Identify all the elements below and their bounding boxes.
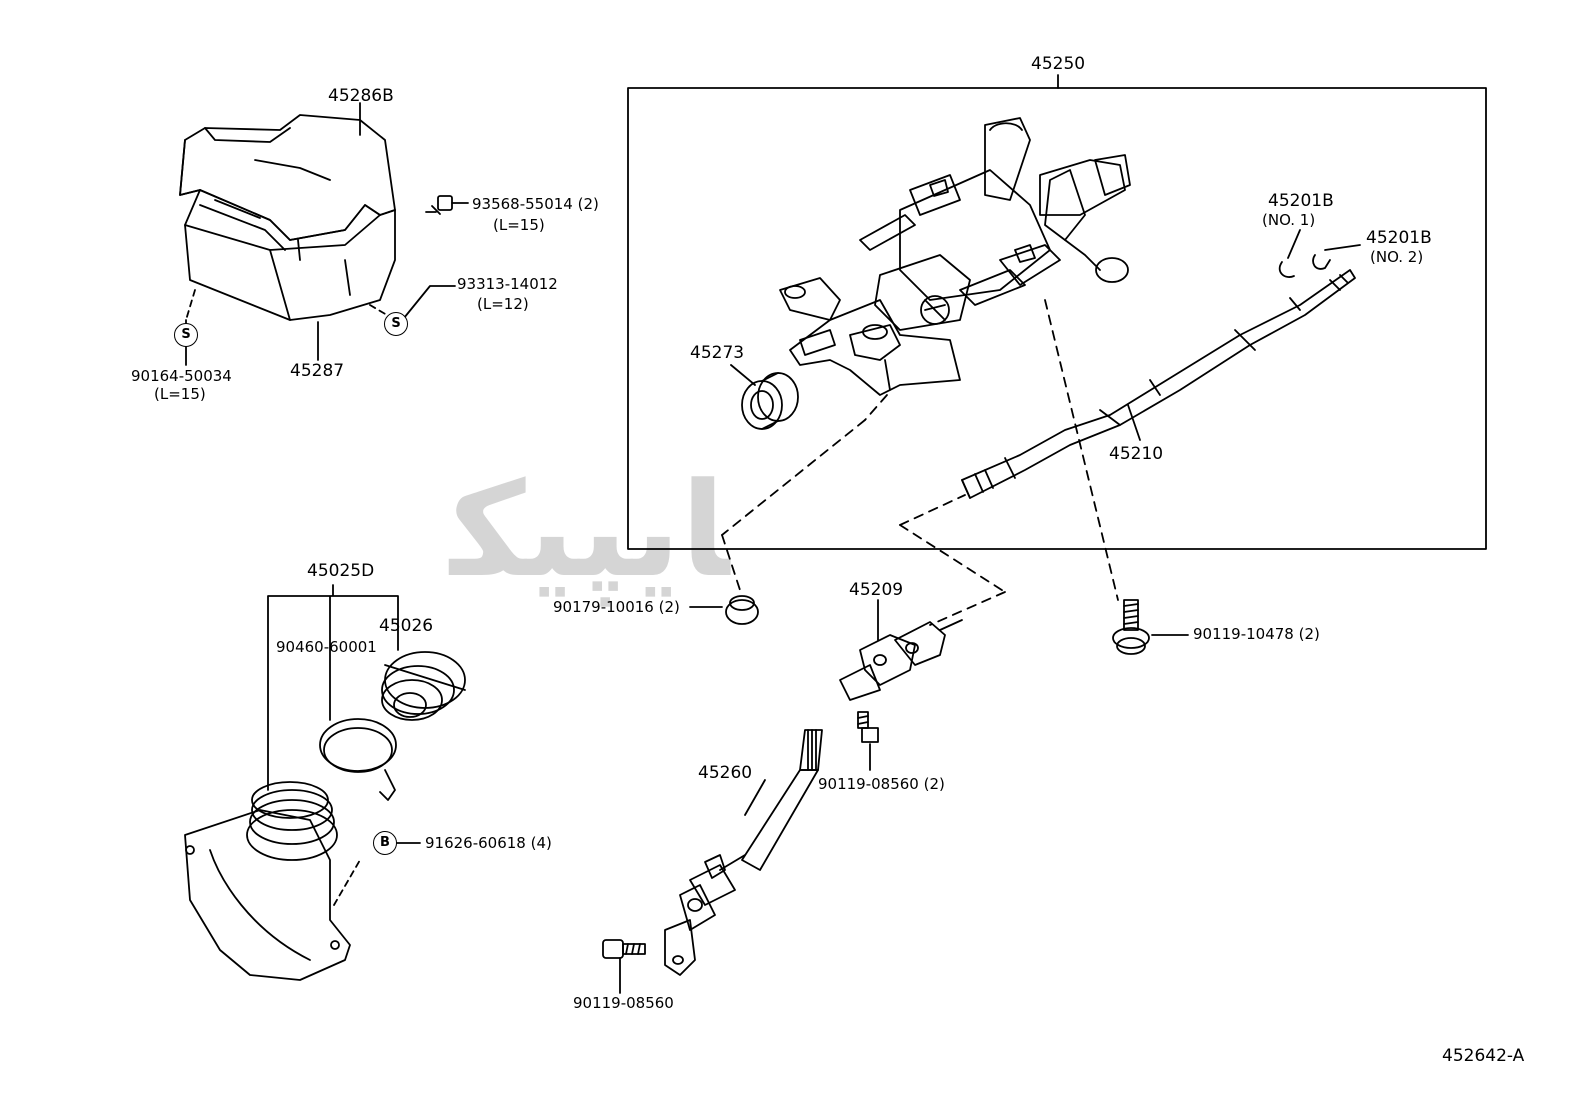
bolt-90119-10478-drawing — [1112, 599, 1150, 655]
b-symbol: B — [373, 831, 397, 855]
assembly-box — [627, 87, 1487, 550]
bracket-45025D — [267, 584, 399, 791]
label-45201B-no2: 45201B — [1366, 228, 1432, 248]
label-90119-08560-2: 90119-08560 (2) — [818, 775, 945, 793]
label-45273: 45273 — [690, 343, 745, 363]
label-45026: 45026 — [379, 616, 434, 636]
label-45250: 45250 — [1031, 54, 1086, 74]
intermediate-shaft-45260-drawing — [664, 729, 823, 976]
clamp-90460-drawing — [319, 718, 397, 801]
label-45201B-no1-sub: (NO. 1) — [1262, 211, 1316, 229]
bolt-90119-08560-drawing — [602, 939, 646, 959]
label-45201B-no2-sub: (NO. 2) — [1370, 248, 1424, 266]
label-45210: 45210 — [1109, 444, 1164, 464]
nut-90179-drawing — [725, 595, 759, 625]
label-45201B-no1: 45201B — [1268, 191, 1334, 211]
plate-boot-drawing — [184, 781, 351, 981]
label-93313-length: (L=12) — [477, 295, 529, 313]
clip-no2-drawing — [1312, 254, 1331, 270]
label-45287: 45287 — [290, 361, 345, 381]
s-symbol-left: S — [174, 323, 198, 347]
s-symbol-right: S — [384, 312, 408, 336]
clip-no1-drawing — [1278, 261, 1295, 278]
label-90164-50034: 90164-50034 — [131, 367, 232, 385]
label-90164-length: (L=15) — [154, 385, 206, 403]
label-90119-10478: 90119-10478 (2) — [1193, 625, 1320, 643]
screw-93568-drawing — [425, 195, 469, 215]
joint-45209-drawing — [839, 619, 963, 701]
bushing-45273-drawing — [741, 372, 799, 430]
boot-45026-drawing — [381, 651, 466, 721]
watermark: ﺎﯾﭙﯿﻜ — [450, 454, 730, 606]
label-93568-55014: 93568-55014 (2) — [472, 195, 599, 213]
label-93568-length: (L=15) — [493, 216, 545, 234]
steering-column-drawing — [779, 117, 1131, 396]
figure-code: 452642-A — [1442, 1046, 1525, 1066]
bolt-90119-08560-2-drawing — [857, 711, 879, 743]
main-shaft-45210-drawing — [961, 269, 1356, 499]
label-45025D: 45025D — [307, 561, 375, 581]
label-45209: 45209 — [849, 580, 904, 600]
label-90179-10016: 90179-10016 (2) — [553, 598, 680, 616]
column-cover-drawing — [179, 114, 396, 321]
label-45260: 45260 — [698, 763, 753, 783]
label-93313-14012: 93313-14012 — [457, 275, 558, 293]
label-90460-60001: 90460-60001 — [276, 638, 377, 656]
label-91626-60618: 91626-60618 (4) — [425, 834, 552, 852]
label-90119-08560: 90119-08560 — [573, 994, 674, 1012]
label-45286B: 45286B — [328, 86, 394, 106]
